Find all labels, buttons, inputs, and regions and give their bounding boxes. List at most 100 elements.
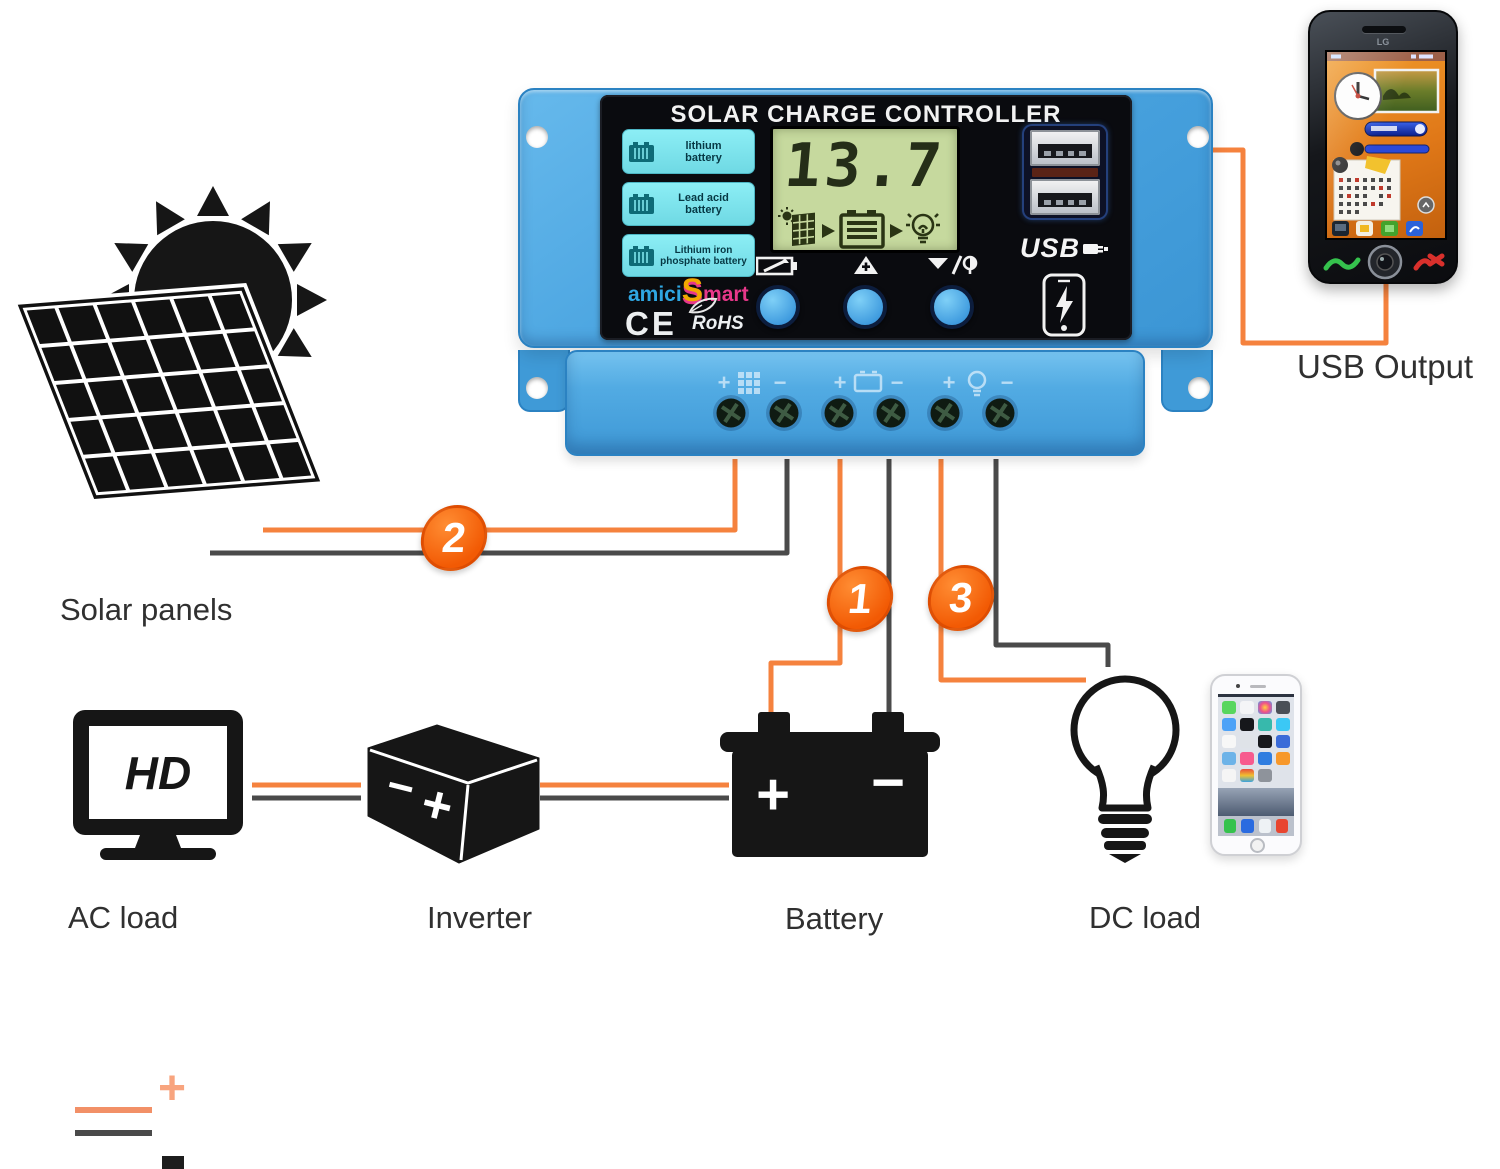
usb-port-bottom <box>1030 179 1100 215</box>
lcd-battery-icon <box>839 210 885 249</box>
feature-phone: LG <box>1308 10 1458 284</box>
battery-type-badge-lead-acid: Lead acid battery <box>622 182 755 226</box>
rohs-mark: RoHS <box>684 297 744 334</box>
usb-logo: USB <box>1020 233 1109 264</box>
lcd-flow-icons <box>778 207 940 249</box>
screw-hole <box>526 377 548 399</box>
phone-dock-icons <box>1332 221 1423 236</box>
battery-icon <box>629 141 654 162</box>
battery-charge-icon <box>756 256 797 276</box>
terminal-battery-negative-sign: − <box>891 370 904 395</box>
wire-solar-positive <box>263 459 738 533</box>
battery-type-label: Lead acid battery <box>678 192 729 216</box>
battery-plus-mark: + <box>756 762 790 827</box>
controller-button-battery <box>756 285 800 329</box>
smartphone <box>1210 674 1302 856</box>
terminal-load-positive-sign: + <box>943 370 956 395</box>
controller-title: SOLAR CHARGE CONTROLLER <box>670 101 1062 128</box>
phone-screen <box>1218 694 1294 836</box>
usb-plug-icon <box>1083 243 1109 254</box>
leaf-icon <box>688 297 718 314</box>
usb-ports <box>1022 124 1108 220</box>
legend-negative-symbol-partial <box>162 1156 184 1169</box>
caption-dc-load: DC load <box>1089 900 1201 935</box>
phone-screen-widgets <box>1327 52 1445 236</box>
battery-type-badge-lithium: lithium battery <box>622 129 755 174</box>
app-icon-grid <box>1218 697 1294 786</box>
arrow-down-lamp-icon <box>928 255 978 275</box>
terminal-battery-icon <box>853 370 883 393</box>
phone-brand-logo: LG <box>1376 37 1390 47</box>
caption-battery: Battery <box>785 901 884 936</box>
brand-part1: amici <box>628 283 682 306</box>
step-number: 2 <box>439 514 469 561</box>
lcd-panel-icon <box>792 212 815 246</box>
phone-screen <box>1325 50 1447 240</box>
brand-part3: mart <box>703 283 749 306</box>
phone-charging-icon <box>1042 273 1086 337</box>
lcd-arrow-icon <box>822 224 835 238</box>
terminal-solar-negative-sign: − <box>774 370 787 395</box>
terminal-lamp-icon <box>967 370 987 397</box>
usb-port-top <box>1030 130 1100 166</box>
controller-face-plate: SOLAR CHARGE CONTROLLER lithium battery … <box>600 95 1132 342</box>
step-number: 3 <box>946 574 976 621</box>
lcd-arrow-icon <box>890 224 903 238</box>
brand-part2: S <box>681 272 704 308</box>
terminal-solar-icon <box>738 372 760 394</box>
usb-logo-text: USB <box>1020 233 1081 263</box>
wallpaper-photo <box>1218 788 1294 816</box>
battery-icon <box>629 194 654 214</box>
wire-battery-positive <box>768 459 843 714</box>
inverter-icon: − + <box>367 724 540 864</box>
terminal-block: + − + − + − <box>565 350 1145 456</box>
battery-type-badge-lifepo4: Lithium iron phosphate battery <box>622 234 755 277</box>
terminal-battery-positive-sign: + <box>834 370 847 395</box>
charge-controller-device: + − + − + − <box>518 88 1213 456</box>
battery-type-label: Lithium iron phosphate battery <box>660 244 747 267</box>
phone-speaker <box>1250 685 1266 688</box>
terminal-solar-positive-sign: + <box>718 370 731 395</box>
tv-hd-badge: HD <box>125 747 191 799</box>
dock-icons <box>1218 816 1294 836</box>
battery-type-label: lithium battery <box>685 139 722 164</box>
wire-solar-negative <box>210 459 790 556</box>
controller-button-up <box>843 285 887 329</box>
wire-load-negative <box>993 459 1111 667</box>
step-number: 1 <box>845 575 875 622</box>
tv-icon: HD <box>73 710 243 860</box>
caption-solar-panels: Solar panels <box>60 592 233 627</box>
screw-hole <box>526 126 548 148</box>
lcd-display: 13.7 <box>770 126 960 253</box>
lcd-voltage-value: 13.7 <box>781 131 949 201</box>
mount-flange-left <box>518 350 570 412</box>
legend-positive-symbol: + <box>158 1062 186 1115</box>
usb-port-tongue <box>1032 168 1098 177</box>
terminal-screws <box>713 395 1018 431</box>
phone-camera-dot <box>1236 684 1240 688</box>
arrow-up-plus-icon <box>854 256 878 274</box>
phone-hardware-keys <box>1323 244 1445 280</box>
caption-inverter: Inverter <box>427 900 533 935</box>
phone-speaker <box>1362 26 1406 33</box>
rohs-text: RoHS <box>692 313 744 334</box>
caption-ac-load: AC load <box>68 900 179 935</box>
screw-hole <box>1187 126 1209 148</box>
screw-hole <box>1188 377 1210 399</box>
brand-logo: amiciSmart <box>628 272 749 309</box>
ce-mark: CE <box>625 305 677 342</box>
caption-usb-output: USB Output <box>1297 348 1474 385</box>
mount-flange-right <box>1161 350 1213 412</box>
wire-load-positive <box>938 459 1086 683</box>
light-bulb-icon <box>1070 675 1180 863</box>
battery-device-icon: + − <box>720 712 940 857</box>
battery-minus-mark: − <box>871 750 905 815</box>
home-button <box>1250 838 1265 853</box>
terminal-load-negative-sign: − <box>1001 370 1014 395</box>
solar-panel-icon <box>12 282 326 504</box>
lcd-lamp-icon <box>906 213 940 244</box>
battery-icon <box>629 245 654 266</box>
wire-legend: + <box>75 1062 186 1169</box>
